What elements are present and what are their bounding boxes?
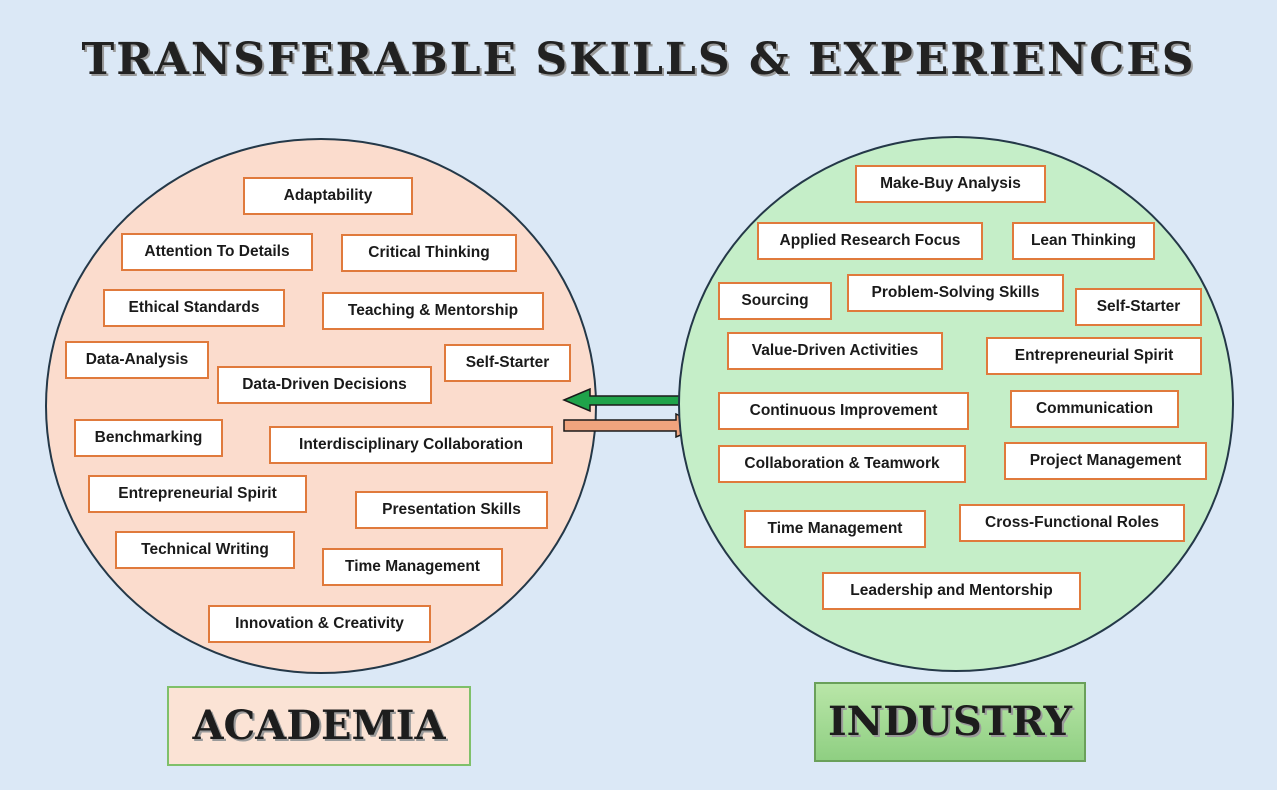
academia-label: ACADEMIA (167, 686, 471, 766)
industry-skill-self-starter: Self-Starter (1075, 288, 1202, 326)
industry-skill-lean-thinking: Lean Thinking (1012, 222, 1155, 260)
industry-skill-applied-research-focus: Applied Research Focus (757, 222, 983, 260)
academia-skill-teaching-mentorship: Teaching & Mentorship (322, 292, 544, 330)
academia-skill-entrepreneurial-spirit: Entrepreneurial Spirit (88, 475, 307, 513)
academia-skill-time-management: Time Management (322, 548, 503, 586)
academia-skill-self-starter: Self-Starter (444, 344, 571, 382)
industry-skill-collaboration-teamwork: Collaboration & Teamwork (718, 445, 966, 483)
academia-skill-data-driven-decisions: Data-Driven Decisions (217, 366, 432, 404)
industry-skill-make-buy-analysis: Make-Buy Analysis (855, 165, 1046, 203)
industry-label: INDUSTRY (814, 682, 1086, 762)
academia-skill-presentation-skills: Presentation Skills (355, 491, 548, 529)
industry-skill-communication: Communication (1010, 390, 1179, 428)
academia-skill-technical-writing: Technical Writing (115, 531, 295, 569)
academia-skill-data-analysis: Data-Analysis (65, 341, 209, 379)
industry-skill-continuous-improvement: Continuous Improvement (718, 392, 969, 430)
academia-skill-innovation-creativity: Innovation & Creativity (208, 605, 431, 643)
industry-skill-value-driven-activities: Value-Driven Activities (727, 332, 943, 370)
industry-skill-leadership-mentorship: Leadership and Mentorship (822, 572, 1081, 610)
industry-skill-project-management: Project Management (1004, 442, 1207, 480)
academia-skill-interdisciplinary-collaboration: Interdisciplinary Collaboration (269, 426, 553, 464)
industry-skill-problem-solving-skills: Problem-Solving Skills (847, 274, 1064, 312)
industry-skill-time-management: Time Management (744, 510, 926, 548)
academia-circle (45, 138, 597, 674)
industry-skill-entrepreneurial-spirit: Entrepreneurial Spirit (986, 337, 1202, 375)
academia-skill-attention-to-details: Attention To Details (121, 233, 313, 271)
industry-skill-sourcing: Sourcing (718, 282, 832, 320)
academia-skill-ethical-standards: Ethical Standards (103, 289, 285, 327)
industry-skill-cross-functional-roles: Cross-Functional Roles (959, 504, 1185, 542)
diagram-title: TRANSFERABLE SKILLS & EXPERIENCES (81, 34, 1196, 85)
academia-skill-benchmarking: Benchmarking (74, 419, 223, 457)
academia-skill-adaptability: Adaptability (243, 177, 413, 215)
academia-skill-critical-thinking: Critical Thinking (341, 234, 517, 272)
